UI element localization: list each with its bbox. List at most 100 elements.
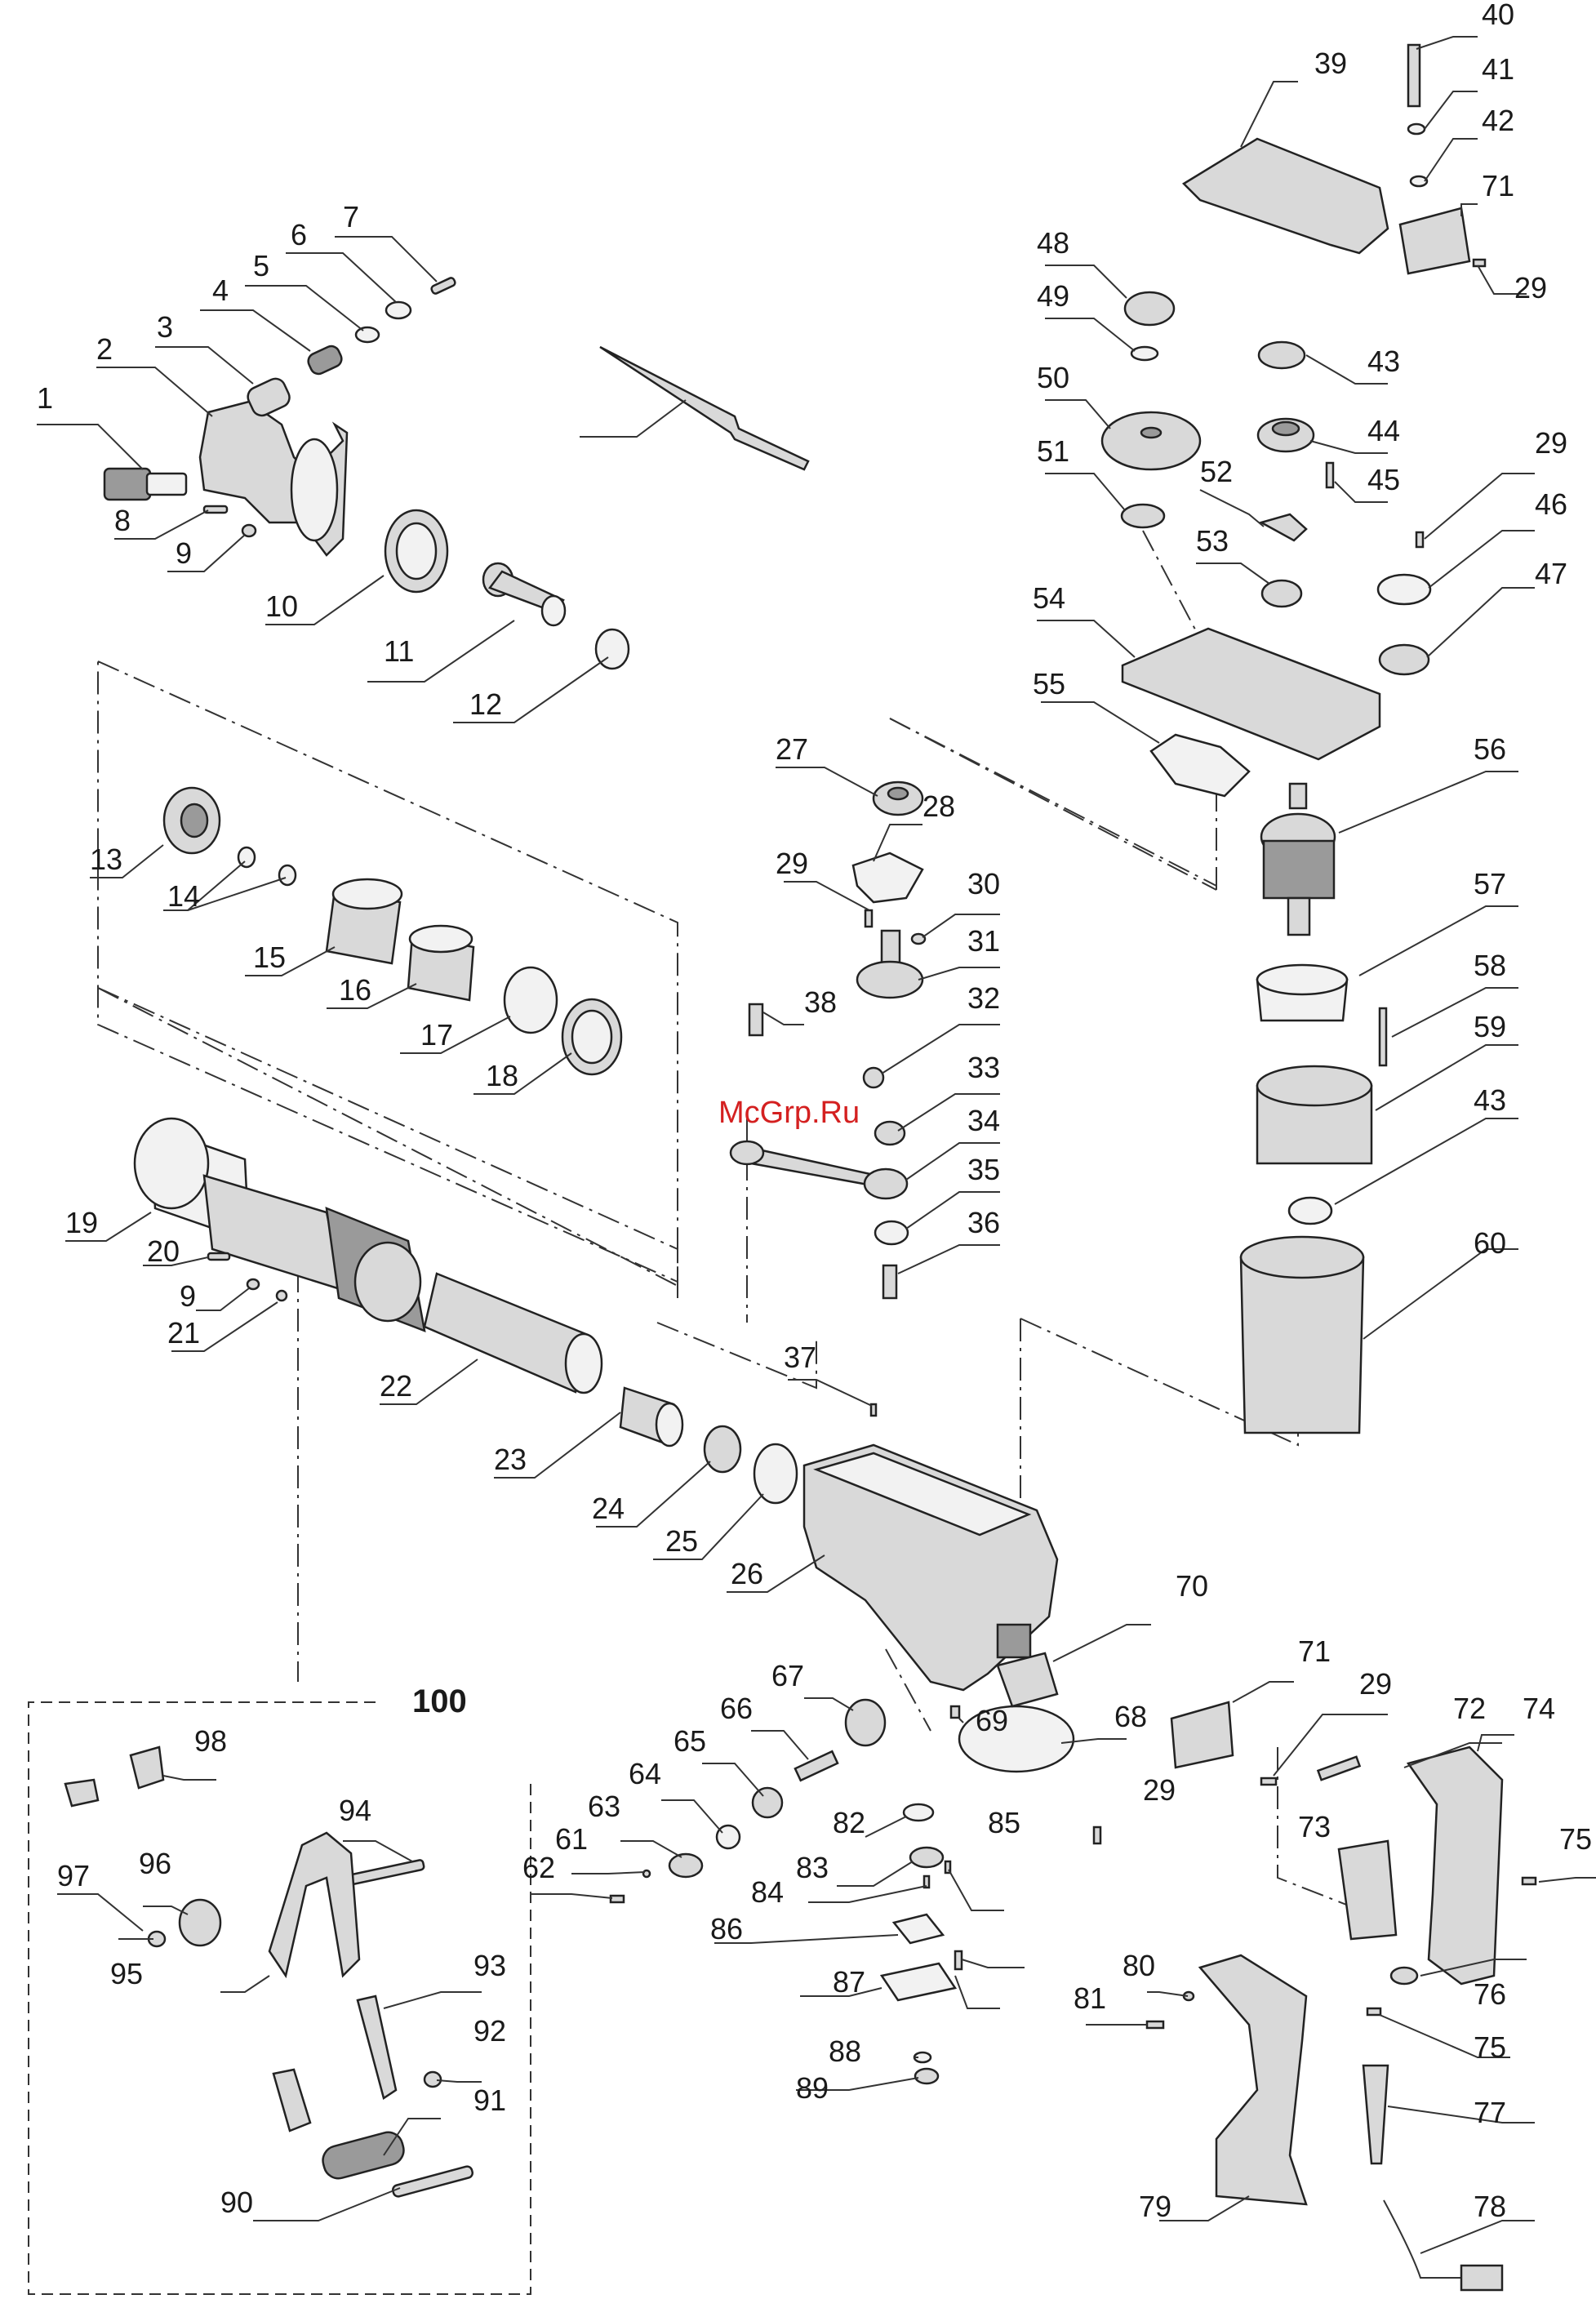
parts-drawings	[64, 43, 1537, 2292]
part-24-drawing	[703, 1425, 742, 1474]
part-label-87: 87	[833, 1965, 865, 1999]
part-label-28: 28	[922, 789, 955, 823]
part-label-53: 53	[1196, 524, 1229, 558]
part-label-9b: 9	[180, 1279, 196, 1313]
part-label-78: 78	[1474, 2190, 1506, 2223]
part-45-drawing	[1325, 461, 1335, 489]
part-label-29b: 29	[1514, 271, 1547, 305]
part-69-drawing	[949, 1705, 961, 1719]
part-51-drawing	[1120, 503, 1166, 529]
part-21-drawing	[275, 1289, 288, 1302]
part-66-drawing	[794, 1750, 839, 1782]
part-label-95: 95	[110, 1957, 143, 1990]
part-54-drawing	[1121, 627, 1381, 761]
part-62-drawing	[609, 1894, 625, 1904]
part-label-60: 60	[1474, 1226, 1506, 1260]
part-27-drawing	[872, 780, 924, 816]
part-97-drawing	[272, 2068, 312, 2132]
part-29-drawing-c	[1415, 531, 1425, 549]
part-label-58: 58	[1474, 949, 1506, 982]
part-29-drawing-a	[864, 909, 874, 928]
part-49-drawing	[1130, 345, 1159, 362]
part-37-drawing	[869, 1403, 878, 1417]
part-label-84: 84	[751, 1875, 784, 1909]
part-12-drawing	[594, 628, 630, 670]
part-75-drawing-a	[1521, 1876, 1537, 1886]
part-65-drawing	[751, 1786, 784, 1819]
part-label-29e: 29	[1143, 1773, 1176, 1807]
part-label-42: 42	[1482, 104, 1514, 137]
part-label-81: 81	[1074, 1981, 1106, 2015]
part-87-drawing	[879, 1962, 958, 2002]
part-label-46: 46	[1535, 487, 1567, 521]
part-4-drawing	[307, 345, 343, 376]
part-label-94: 94	[339, 1794, 371, 1827]
part-label-61: 61	[555, 1822, 588, 1856]
part-label-66: 66	[720, 1692, 753, 1725]
part-label-97: 97	[57, 1859, 90, 1892]
part-43b-drawing	[1287, 1196, 1333, 1225]
part-label-43b: 43	[1474, 1083, 1506, 1117]
handle-subassembly-box	[28, 1701, 531, 2295]
part-label-64: 64	[629, 1757, 661, 1790]
part-label-82: 82	[833, 1806, 865, 1839]
part-72-drawing	[1316, 1755, 1362, 1781]
part-label-71b: 71	[1298, 1634, 1331, 1668]
part-label-92: 92	[473, 2014, 506, 2048]
part-label-20: 20	[147, 1234, 180, 1268]
part-68-drawing	[958, 1705, 1075, 1773]
part-75-drawing-b	[1366, 2007, 1382, 2017]
part-label-17: 17	[420, 1018, 453, 1052]
part-handle-bracket-drawing	[268, 1831, 361, 1979]
part-52-drawing	[1258, 513, 1308, 542]
part-label-27: 27	[776, 732, 808, 766]
part-label-21: 21	[167, 1316, 200, 1350]
part-98-drawing-b	[129, 1745, 165, 1790]
part-number-labels: 1 2 3 4 5 6 7 8 9 9 10 11 12 13 14 15 16…	[37, 0, 1592, 2223]
part-label-69: 69	[976, 1704, 1008, 1737]
part-78-plug	[1460, 2264, 1504, 2292]
part-label-96: 96	[139, 1847, 171, 1880]
part-label-88: 88	[829, 2035, 861, 2068]
part-label-29a: 29	[776, 847, 808, 880]
part-14-drawing-b	[278, 864, 297, 887]
part-label-6: 6	[291, 218, 307, 251]
part-47-drawing	[1378, 643, 1430, 676]
part-14-drawing-a	[237, 846, 256, 869]
part-56-drawing	[1260, 782, 1336, 936]
part-label-19: 19	[65, 1206, 98, 1239]
part-label-70: 70	[1176, 1569, 1208, 1603]
part-29-drawing-b	[1472, 258, 1487, 268]
part-label-54: 54	[1033, 581, 1065, 615]
part-55-drawing	[1149, 733, 1251, 798]
part-35-drawing	[874, 1220, 909, 1246]
part-84-drawing	[922, 1874, 931, 1889]
part-91-drawing	[322, 2131, 405, 2180]
part-label-79: 79	[1139, 2190, 1171, 2223]
part-31-drawing	[856, 929, 924, 999]
part-label-52: 52	[1200, 455, 1233, 488]
part-78-drawing	[1383, 2199, 1478, 2279]
part-label-40: 40	[1482, 0, 1514, 31]
part-63-drawing	[668, 1852, 704, 1879]
part-label-9: 9	[176, 536, 192, 570]
part-label-76: 76	[1474, 1977, 1506, 2011]
part-label-1: 1	[37, 381, 53, 415]
part-11-drawing	[482, 562, 567, 627]
leader-lines	[37, 36, 1596, 2254]
part-57-drawing	[1256, 963, 1349, 1022]
part-label-59: 59	[1474, 1010, 1506, 1043]
part-label-75a: 75	[1559, 1822, 1592, 1856]
part-label-31: 31	[967, 924, 1000, 958]
part-label-65: 65	[674, 1724, 706, 1758]
part-26-drawing	[802, 1443, 1059, 1692]
part-label-7: 7	[343, 200, 359, 233]
part-6-drawing	[385, 300, 412, 320]
part-40-drawing	[1407, 43, 1421, 108]
part-label-86: 86	[710, 1912, 743, 1946]
part-16-drawing	[325, 878, 403, 965]
part-label-62: 62	[522, 1851, 555, 1884]
part-label-36: 36	[967, 1206, 1000, 1239]
part-label-38: 38	[804, 985, 837, 1019]
part-28-drawing	[851, 852, 924, 904]
